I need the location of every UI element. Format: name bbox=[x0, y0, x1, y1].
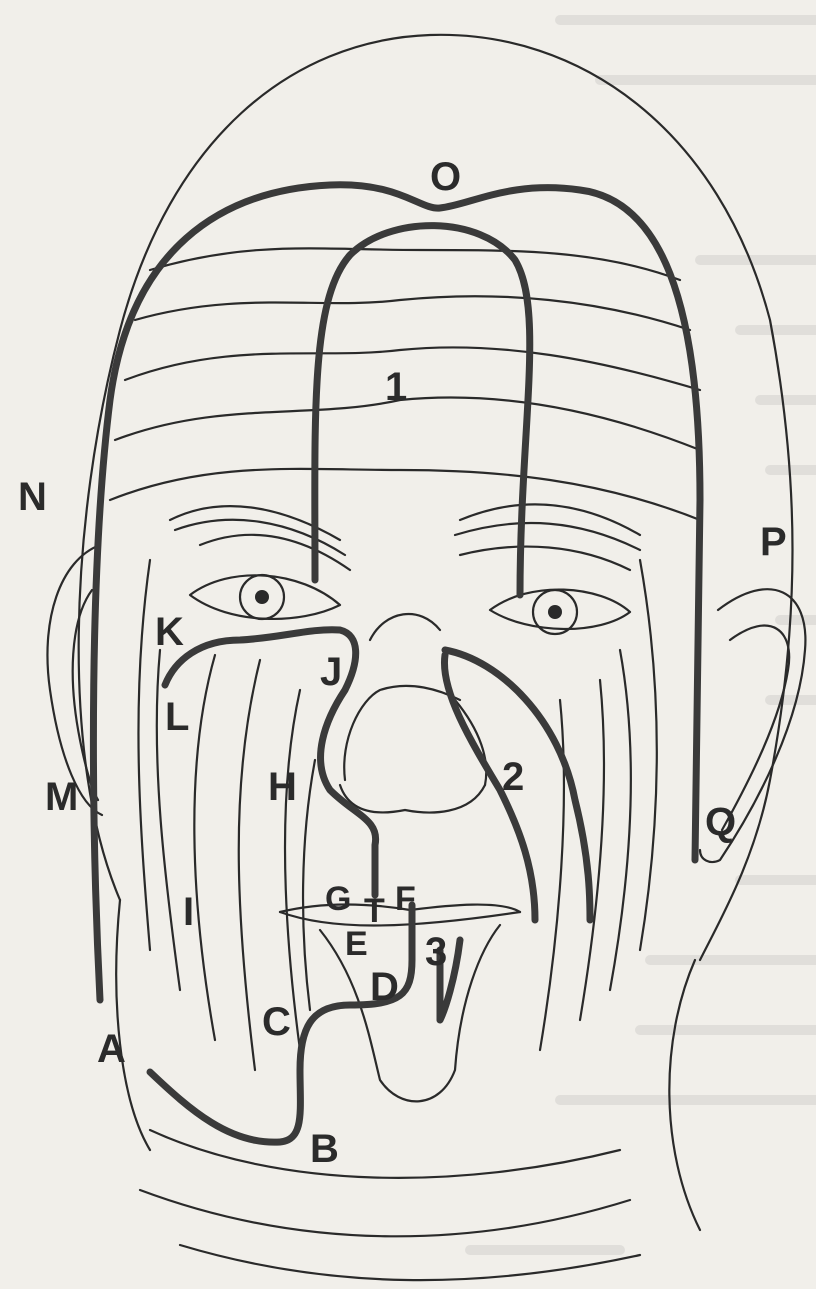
label-j: J bbox=[320, 650, 342, 694]
label-m: M bbox=[45, 775, 78, 819]
label-b: B bbox=[310, 1127, 339, 1171]
label-n: N bbox=[18, 475, 47, 519]
label-p: P bbox=[760, 520, 787, 564]
label-a: A bbox=[97, 1027, 126, 1071]
path-1 bbox=[315, 226, 530, 595]
label-i: I bbox=[183, 890, 194, 934]
label-d: D bbox=[370, 965, 399, 1009]
right-eye bbox=[490, 590, 630, 634]
label-2: 2 bbox=[502, 755, 524, 799]
label-k: K bbox=[155, 610, 184, 654]
label-1: 1 bbox=[385, 365, 407, 409]
label-c: C bbox=[262, 1000, 291, 1044]
label-g: G bbox=[325, 880, 351, 918]
nose bbox=[340, 614, 486, 812]
neck-fold-1 bbox=[150, 1130, 620, 1178]
page-background-texture bbox=[470, 20, 816, 1250]
label-3: 3 bbox=[425, 930, 447, 974]
label-f: F bbox=[395, 880, 416, 918]
neck-fold-2 bbox=[140, 1190, 630, 1236]
label-h: H bbox=[268, 765, 297, 809]
left-brow bbox=[170, 506, 350, 570]
right-brow bbox=[455, 504, 640, 570]
label-l: L bbox=[165, 695, 189, 739]
neck-left-edge bbox=[116, 900, 150, 1150]
label-q: Q bbox=[705, 800, 736, 844]
mouth bbox=[280, 905, 520, 1102]
path-o bbox=[93, 185, 700, 1000]
label-e: E bbox=[345, 925, 368, 963]
label-o: O bbox=[430, 155, 461, 199]
